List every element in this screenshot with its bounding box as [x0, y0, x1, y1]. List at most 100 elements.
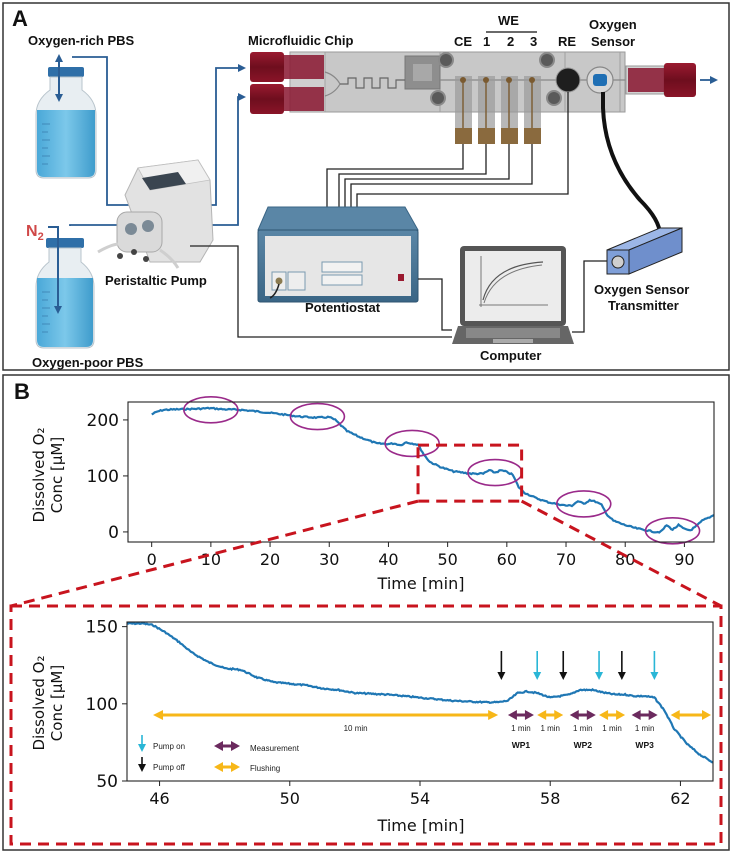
- liquid: [37, 110, 95, 177]
- x-tick-label: 0: [147, 550, 157, 569]
- bottle-cap: [46, 238, 84, 248]
- arrow-head-right: [231, 741, 240, 751]
- highlight-ellipse: [384, 429, 440, 458]
- duration-label: 1 min: [635, 724, 655, 733]
- y-axis-label-line2: Conc [μM]: [48, 665, 66, 741]
- series-line: [151, 406, 715, 534]
- y-tick-label: 100: [86, 695, 118, 715]
- x-tick-label: 70: [556, 550, 576, 569]
- flushing-arrow-icon: [599, 710, 626, 720]
- duration-label: 1 min: [511, 724, 531, 733]
- measurement-arrow-icon: [507, 710, 534, 720]
- n2-label: N2: [26, 223, 44, 243]
- reference-electrode: [555, 67, 581, 93]
- panel-b-label: B: [14, 379, 30, 404]
- duration-label: 1 min: [540, 724, 560, 733]
- pump-off-arrow-icon: [559, 651, 568, 680]
- legend-label: Pump off: [153, 763, 186, 772]
- potentiostat-label: Potentiostat: [305, 300, 381, 315]
- x-axis-label: Time [min]: [377, 816, 465, 835]
- liquid: [37, 278, 93, 347]
- x-tick-label: 40: [378, 550, 398, 569]
- legend-label: Measurement: [250, 744, 300, 753]
- oxygen-poor-label: Oxygen-poor PBS: [32, 355, 144, 370]
- inlet-fitting-2: [250, 84, 284, 114]
- y-axis-label-line1: Dissolved O₂: [30, 656, 48, 751]
- arrow-head: [497, 672, 506, 680]
- x-tick-label: 80: [615, 550, 635, 569]
- series-line: [126, 621, 714, 764]
- zoom-box: [416, 443, 524, 503]
- duration-label: 1 min: [602, 724, 622, 733]
- legend-flushing-icon: [214, 762, 240, 772]
- arrow-head-left: [670, 710, 680, 720]
- bottle-cap: [48, 67, 84, 77]
- arrow-head: [138, 744, 146, 752]
- sensor-cable: [601, 92, 662, 236]
- arrow-head-left: [153, 710, 164, 720]
- arrow-head-right: [616, 710, 626, 720]
- y-tick-label: 0: [108, 523, 119, 543]
- arrow-head-right: [524, 710, 534, 720]
- arrow-head-left: [599, 710, 609, 720]
- zoom-frame: [9, 604, 723, 846]
- re-label: RE: [558, 34, 576, 49]
- we-label: WE: [498, 13, 519, 28]
- pump-off-arrow-icon: [617, 651, 626, 680]
- arrow-head-left: [631, 710, 641, 720]
- arrow-head: [617, 672, 626, 680]
- x-tick-label: 50: [437, 550, 457, 569]
- n2-inlet-arrow-icon: [48, 226, 62, 314]
- x-tick-label: 50: [280, 789, 300, 808]
- arrow-head: [533, 672, 542, 680]
- highlight-ellipse: [644, 516, 701, 545]
- arrow-head-left: [569, 710, 579, 720]
- arrow-head-right: [488, 710, 499, 720]
- arrow-head-right: [586, 710, 596, 720]
- x-tick-label: 90: [674, 550, 694, 569]
- ce-label: CE: [454, 34, 472, 49]
- wp-label: WP1: [512, 740, 531, 750]
- we1-label: 1: [483, 34, 490, 49]
- zoom-indicator: [9, 443, 723, 846]
- we2-label: 2: [507, 34, 514, 49]
- data-cables: [190, 245, 607, 338]
- y-axis-label-line1: Dissolved O₂: [30, 428, 48, 523]
- potentiostat: [257, 206, 419, 303]
- wp-label: WP2: [574, 740, 593, 750]
- oxygen-sensor-transmitter: [606, 227, 683, 275]
- legend-pump-on-icon: [138, 735, 146, 752]
- long-flushing-arrow-icon: 10 min: [153, 710, 499, 733]
- y-axis-label-line2: Conc [μM]: [48, 437, 66, 513]
- legend-label: Flushing: [250, 764, 280, 773]
- duration-label: 10 min: [344, 724, 368, 733]
- legend-measurement-icon: [214, 741, 240, 751]
- arrow-head: [595, 672, 604, 680]
- transmitter-label-2: Transmitter: [608, 298, 679, 313]
- arrow-head-right: [231, 762, 240, 772]
- computer-label: Computer: [480, 348, 541, 363]
- panel-a: A Oxygen-rich PBS N2 Oxygen-poor PBS: [2, 2, 730, 371]
- pump-on-arrow-icon: [650, 651, 659, 680]
- oxygen-sensor-label-2: Sensor: [591, 34, 635, 49]
- serpentine-channel: [340, 77, 405, 89]
- x-tick-label: 62: [670, 789, 690, 808]
- highlight-ellipse: [183, 396, 239, 424]
- flushing-arrow-icon: [537, 710, 564, 720]
- arrow-head-right: [702, 710, 711, 720]
- arrow-head: [138, 764, 146, 772]
- arrow-head: [650, 672, 659, 680]
- duration-label: 1 min: [573, 724, 593, 733]
- inlet-fitting-1: [250, 52, 284, 82]
- transmitter-label-1: Oxygen Sensor: [594, 282, 689, 297]
- electrode-strips: [455, 76, 541, 144]
- we3-label: 3: [530, 34, 537, 49]
- outlet-fitting: [664, 63, 696, 97]
- y-tick-label: 100: [87, 467, 119, 487]
- arrow-head: [559, 672, 568, 680]
- highlight-ellipse: [555, 490, 612, 518]
- arrow-head-right: [648, 710, 658, 720]
